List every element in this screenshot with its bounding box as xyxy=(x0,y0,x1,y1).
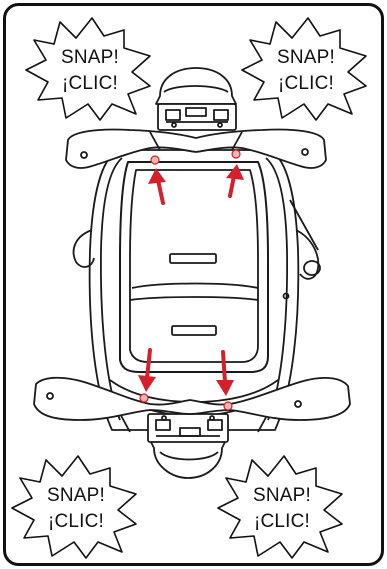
snap-point-top-left xyxy=(151,156,159,164)
callout-top-right: SNAP! ¡CLIC! xyxy=(256,44,356,100)
callout-line2: ¡CLIC! xyxy=(256,72,356,96)
callout-line2: ¡CLIC! xyxy=(232,510,332,534)
callout-bottom-left: SNAP! ¡CLIC! xyxy=(26,482,126,538)
callout-line2: ¡CLIC! xyxy=(26,510,126,534)
callout-line1: SNAP! xyxy=(256,46,356,70)
snap-point-bottom-right xyxy=(224,402,232,410)
callout-line1: SNAP! xyxy=(26,484,126,508)
snap-point-bottom-left xyxy=(140,394,148,402)
top-cap xyxy=(156,68,236,130)
callout-line1: SNAP! xyxy=(232,484,332,508)
callout-line1: SNAP! xyxy=(40,46,140,70)
callout-line2: ¡CLIC! xyxy=(40,72,140,96)
callout-bottom-right: SNAP! ¡CLIC! xyxy=(232,482,332,538)
snap-point-top-right xyxy=(232,150,240,158)
callout-top-left: SNAP! ¡CLIC! xyxy=(40,44,140,100)
